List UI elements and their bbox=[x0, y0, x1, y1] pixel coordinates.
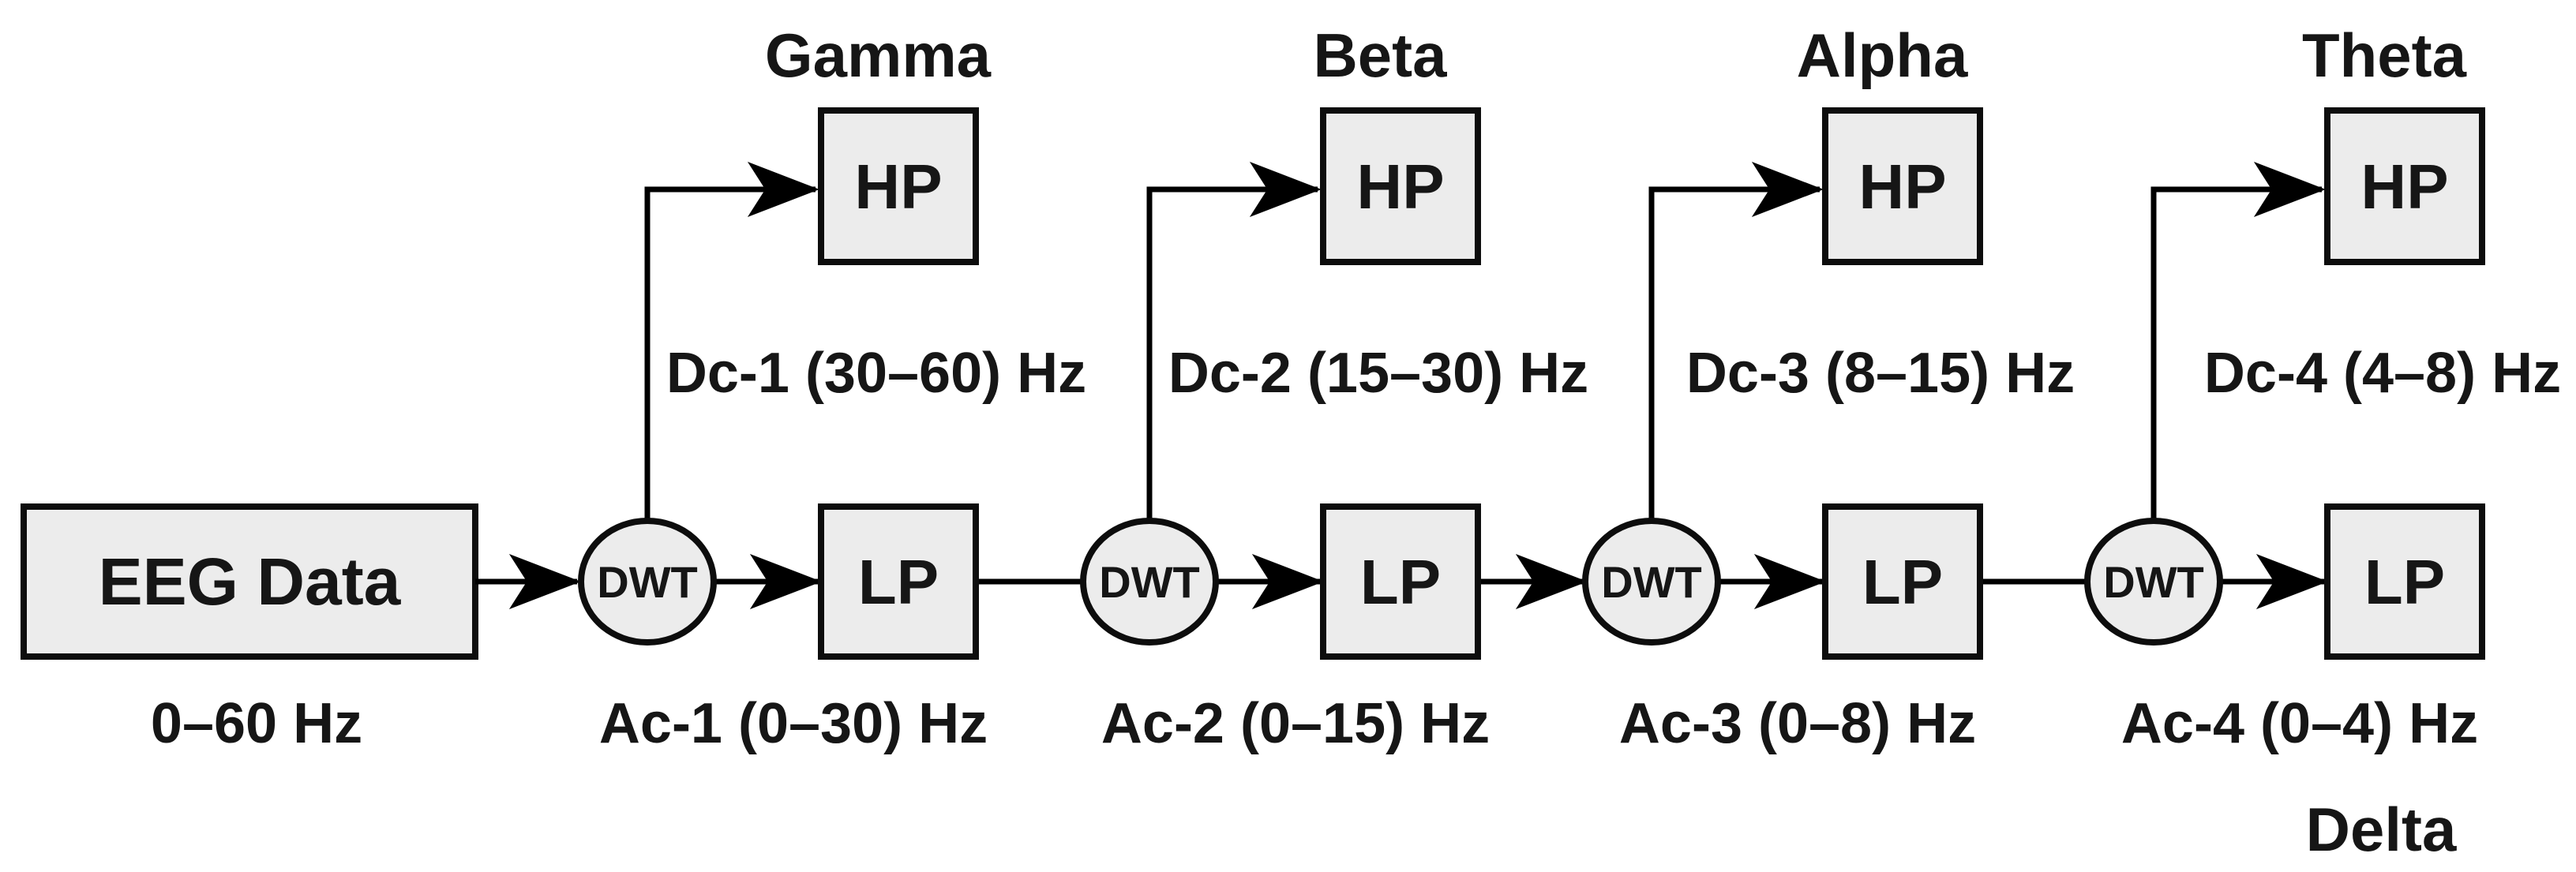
hp1-label: HP bbox=[854, 152, 942, 222]
approx-coeff-label-3: Ac-3 (0–8) Hz bbox=[1619, 692, 1976, 755]
dwt1-label: DWT bbox=[597, 557, 698, 607]
edge-dwt3-to-hp3 bbox=[1648, 162, 1824, 521]
detail-coeff-label-4: Dc-4 (4–8) Hz bbox=[2204, 342, 2561, 405]
lp4-label: LP bbox=[2364, 547, 2445, 617]
detail-coeff-label-1: Dc-1 (30–60) Hz bbox=[666, 342, 1086, 405]
band-label-beta: Beta bbox=[1313, 21, 1447, 90]
detail-coeff-label-2: Dc-2 (15–30) Hz bbox=[1168, 342, 1588, 405]
band-label-alpha: Alpha bbox=[1797, 21, 1968, 90]
lp2-node bbox=[1320, 503, 1481, 660]
dwt3-node bbox=[1582, 518, 1721, 646]
detail-coeff-label-3: Dc-3 (8–15) Hz bbox=[1686, 342, 2075, 405]
dwt1-node bbox=[578, 518, 717, 646]
hp4-label: HP bbox=[2360, 152, 2448, 222]
approx-coeff-label-1: Ac-1 (0–30) Hz bbox=[599, 692, 988, 755]
approx-coeff-label-4: Ac-4 (0–4) Hz bbox=[2121, 692, 2478, 755]
edge-dwt4-to-hp4 bbox=[2150, 162, 2326, 521]
dwt2-node bbox=[1080, 518, 1219, 646]
eeg-data-node bbox=[21, 503, 478, 660]
hp1-node bbox=[818, 107, 979, 265]
eeg-source-group: EEG Data 0–60 Hz bbox=[21, 503, 478, 755]
stage-2-group: DWT HP LP Beta Dc-2 (15–30) Hz Ac-2 (0–1… bbox=[1080, 21, 1588, 755]
eeg-data-label: EEG Data bbox=[99, 545, 402, 619]
hp4-node bbox=[2324, 107, 2485, 265]
lp3-label: LP bbox=[1862, 547, 1943, 617]
lp3-node bbox=[1822, 503, 1983, 660]
hp3-node bbox=[1822, 107, 1983, 265]
stage-3-group: DWT HP LP Alpha Dc-3 (8–15) Hz Ac-3 (0–8… bbox=[1582, 21, 2075, 755]
hp3-label: HP bbox=[1858, 152, 1946, 222]
dwt4-label: DWT bbox=[2103, 557, 2204, 607]
band-label-gamma: Gamma bbox=[765, 21, 992, 90]
hp2-label: HP bbox=[1356, 152, 1444, 222]
band-label-delta: Delta bbox=[2306, 795, 2457, 864]
eeg-range-label: 0–60 Hz bbox=[151, 692, 362, 755]
band-label-theta: Theta bbox=[2302, 21, 2467, 90]
edge-dwt1-to-hp1 bbox=[644, 162, 819, 521]
stage-4-group: DWT HP LP Theta Dc-4 (4–8) Hz Ac-4 (0–4)… bbox=[2084, 21, 2561, 864]
dwt4-node bbox=[2084, 518, 2223, 646]
approx-coeff-label-2: Ac-2 (0–15) Hz bbox=[1101, 692, 1490, 755]
lp4-node bbox=[2324, 503, 2485, 660]
stage-1-group: DWT HP LP Gamma Dc-1 (30–60) Hz Ac-1 (0–… bbox=[578, 21, 1086, 755]
lp1-node bbox=[818, 503, 979, 660]
lp2-label: LP bbox=[1360, 547, 1441, 617]
dwt2-label: DWT bbox=[1099, 557, 1200, 607]
lp1-label: LP bbox=[858, 547, 939, 617]
edge-dwt2-to-hp2 bbox=[1146, 162, 1322, 521]
hp2-node bbox=[1320, 107, 1481, 265]
dwt3-label: DWT bbox=[1601, 557, 1702, 607]
